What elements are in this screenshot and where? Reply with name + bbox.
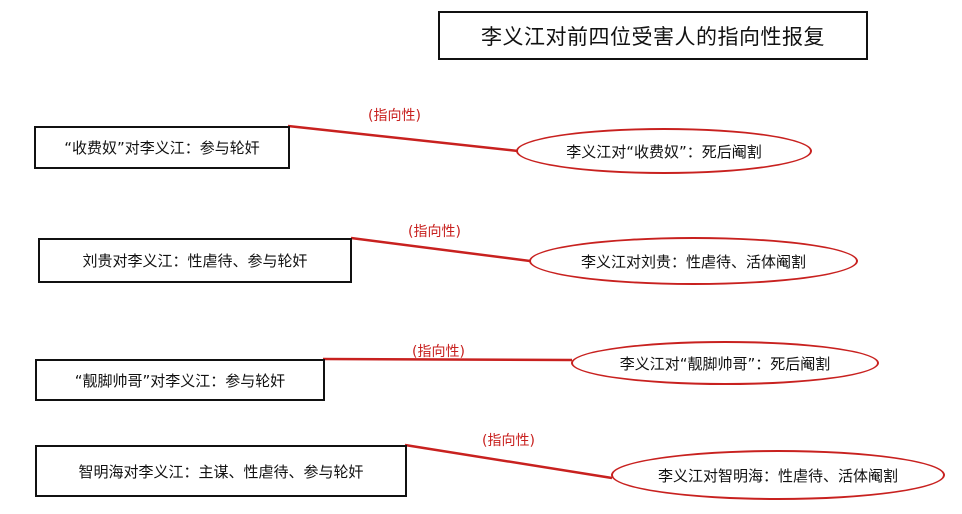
right-node-4: 李义江对智明海：性虐待、活体阉割 <box>611 450 945 500</box>
right-node-3-text: 李义江对“靓脚帅哥”：死后阉割 <box>619 354 831 373</box>
connector-line-3 <box>322 357 573 362</box>
connector-line-4 <box>404 443 613 480</box>
right-node-4-text: 李义江对智明海：性虐待、活体阉割 <box>657 466 898 485</box>
right-node-2-text: 李义江对刘贵：性虐待、活体阉割 <box>580 252 806 271</box>
connector-line-2 <box>350 236 531 263</box>
connector-line-1 <box>287 124 519 153</box>
left-node-2: 刘贵对李义江：性虐待、参与轮奸 <box>38 238 352 283</box>
left-node-2-text: 刘贵对李义江：性虐待、参与轮奸 <box>82 252 308 270</box>
left-node-4: 智明海对李义江：主谋、性虐待、参与轮奸 <box>35 445 407 497</box>
left-node-1-text: “收费奴”对李义江：参与轮奸 <box>64 139 260 157</box>
right-node-2: 李义江对刘贵：性虐待、活体阉割 <box>529 237 858 285</box>
right-node-1: 李义江对“收费奴”：死后阉割 <box>516 128 812 174</box>
right-node-1-text: 李义江对“收费奴”：死后阉割 <box>566 142 762 161</box>
edge-label-2: (指向性) <box>408 224 461 240</box>
left-node-3-text: “靓脚帅哥”对李义江：参与轮奸 <box>74 371 286 390</box>
right-node-3: 李义江对“靓脚帅哥”：死后阉割 <box>571 341 879 385</box>
left-node-4-text: 智明海对李义江：主谋、性虐待、参与轮奸 <box>78 462 364 481</box>
edge-label-4: (指向性) <box>482 433 535 449</box>
left-node-3: “靓脚帅哥”对李义江：参与轮奸 <box>35 359 325 401</box>
edge-label-3: (指向性) <box>412 344 465 360</box>
edge-label-1: (指向性) <box>368 108 421 124</box>
left-node-1: “收费奴”对李义江：参与轮奸 <box>34 126 290 169</box>
diagram-title: 李义江对前四位受害人的指向性报复 <box>438 11 868 60</box>
